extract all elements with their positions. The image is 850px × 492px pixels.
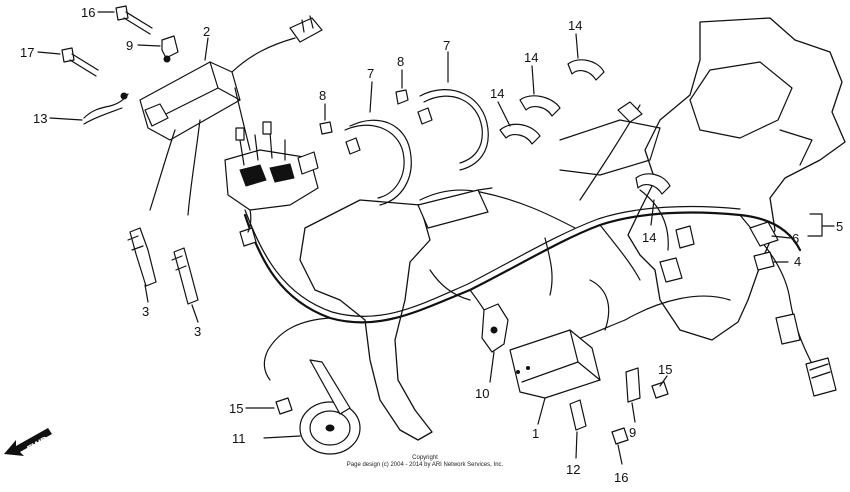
callout-10: 10 [475,386,489,401]
copyright-notice: Copyright Page design (c) 2004 - 2014 by… [330,455,520,469]
callout-5: 5 [836,219,843,234]
callout-6: 6 [792,231,799,246]
callout-3-right: 3 [194,324,201,339]
clamps [499,59,671,195]
callout-1: 1 [532,426,539,441]
callout-16-top: 16 [81,5,95,20]
fwd-arrow-icon: FWD [4,428,52,456]
callout-7-left: 7 [367,66,374,81]
callout-2: 2 [203,24,210,39]
leader-lines [37,11,835,465]
callout-11: 11 [232,431,246,446]
horn [275,359,361,455]
callout-8-upper: 8 [397,54,404,69]
copyright-line-1: Copyright [412,455,438,461]
cdi-unit [509,329,601,399]
forward-direction-indicator: FWD [2,418,62,458]
callout-numbers: 16 17 9 2 13 3 3 7 7 8 8 14 14 14 14 6 5… [20,5,843,485]
callout-17: 15 [229,401,243,416]
callout-14-a: 14 [568,18,582,33]
callout-16-left: 17 [20,45,34,60]
callout-15-upper: 15 [658,362,672,377]
callout-3-left: 3 [142,304,149,319]
ignition-coil [139,15,323,216]
copyright-line-2: Page design (c) 2004 - 2014 by ARI Netwo… [346,462,504,468]
callout-12: 13 [33,111,47,126]
callout-15-lower: 16 [614,470,628,485]
harness-condenser [417,101,643,229]
connector-cluster [224,121,319,247]
callout-13: 12 [566,462,580,477]
callout-8-lower: 8 [319,88,326,103]
spark-plug-caps [127,227,199,305]
regulator-connectors [659,221,837,397]
frame-outline [299,17,846,441]
callout-9-lower: 9 [629,425,636,440]
callout-7-right: 7 [443,38,450,53]
bracket-10 [481,303,509,353]
bands [344,89,489,206]
callout-9-top: 9 [126,38,133,53]
small-parts [61,5,409,135]
callout-14-b: 14 [524,50,538,65]
callout-4: 4 [794,254,801,269]
fwd-label: FWD [26,435,51,456]
callout-14-c: 14 [490,86,504,101]
callout-14-d: 14 [642,230,656,245]
lower-parts [569,367,669,445]
